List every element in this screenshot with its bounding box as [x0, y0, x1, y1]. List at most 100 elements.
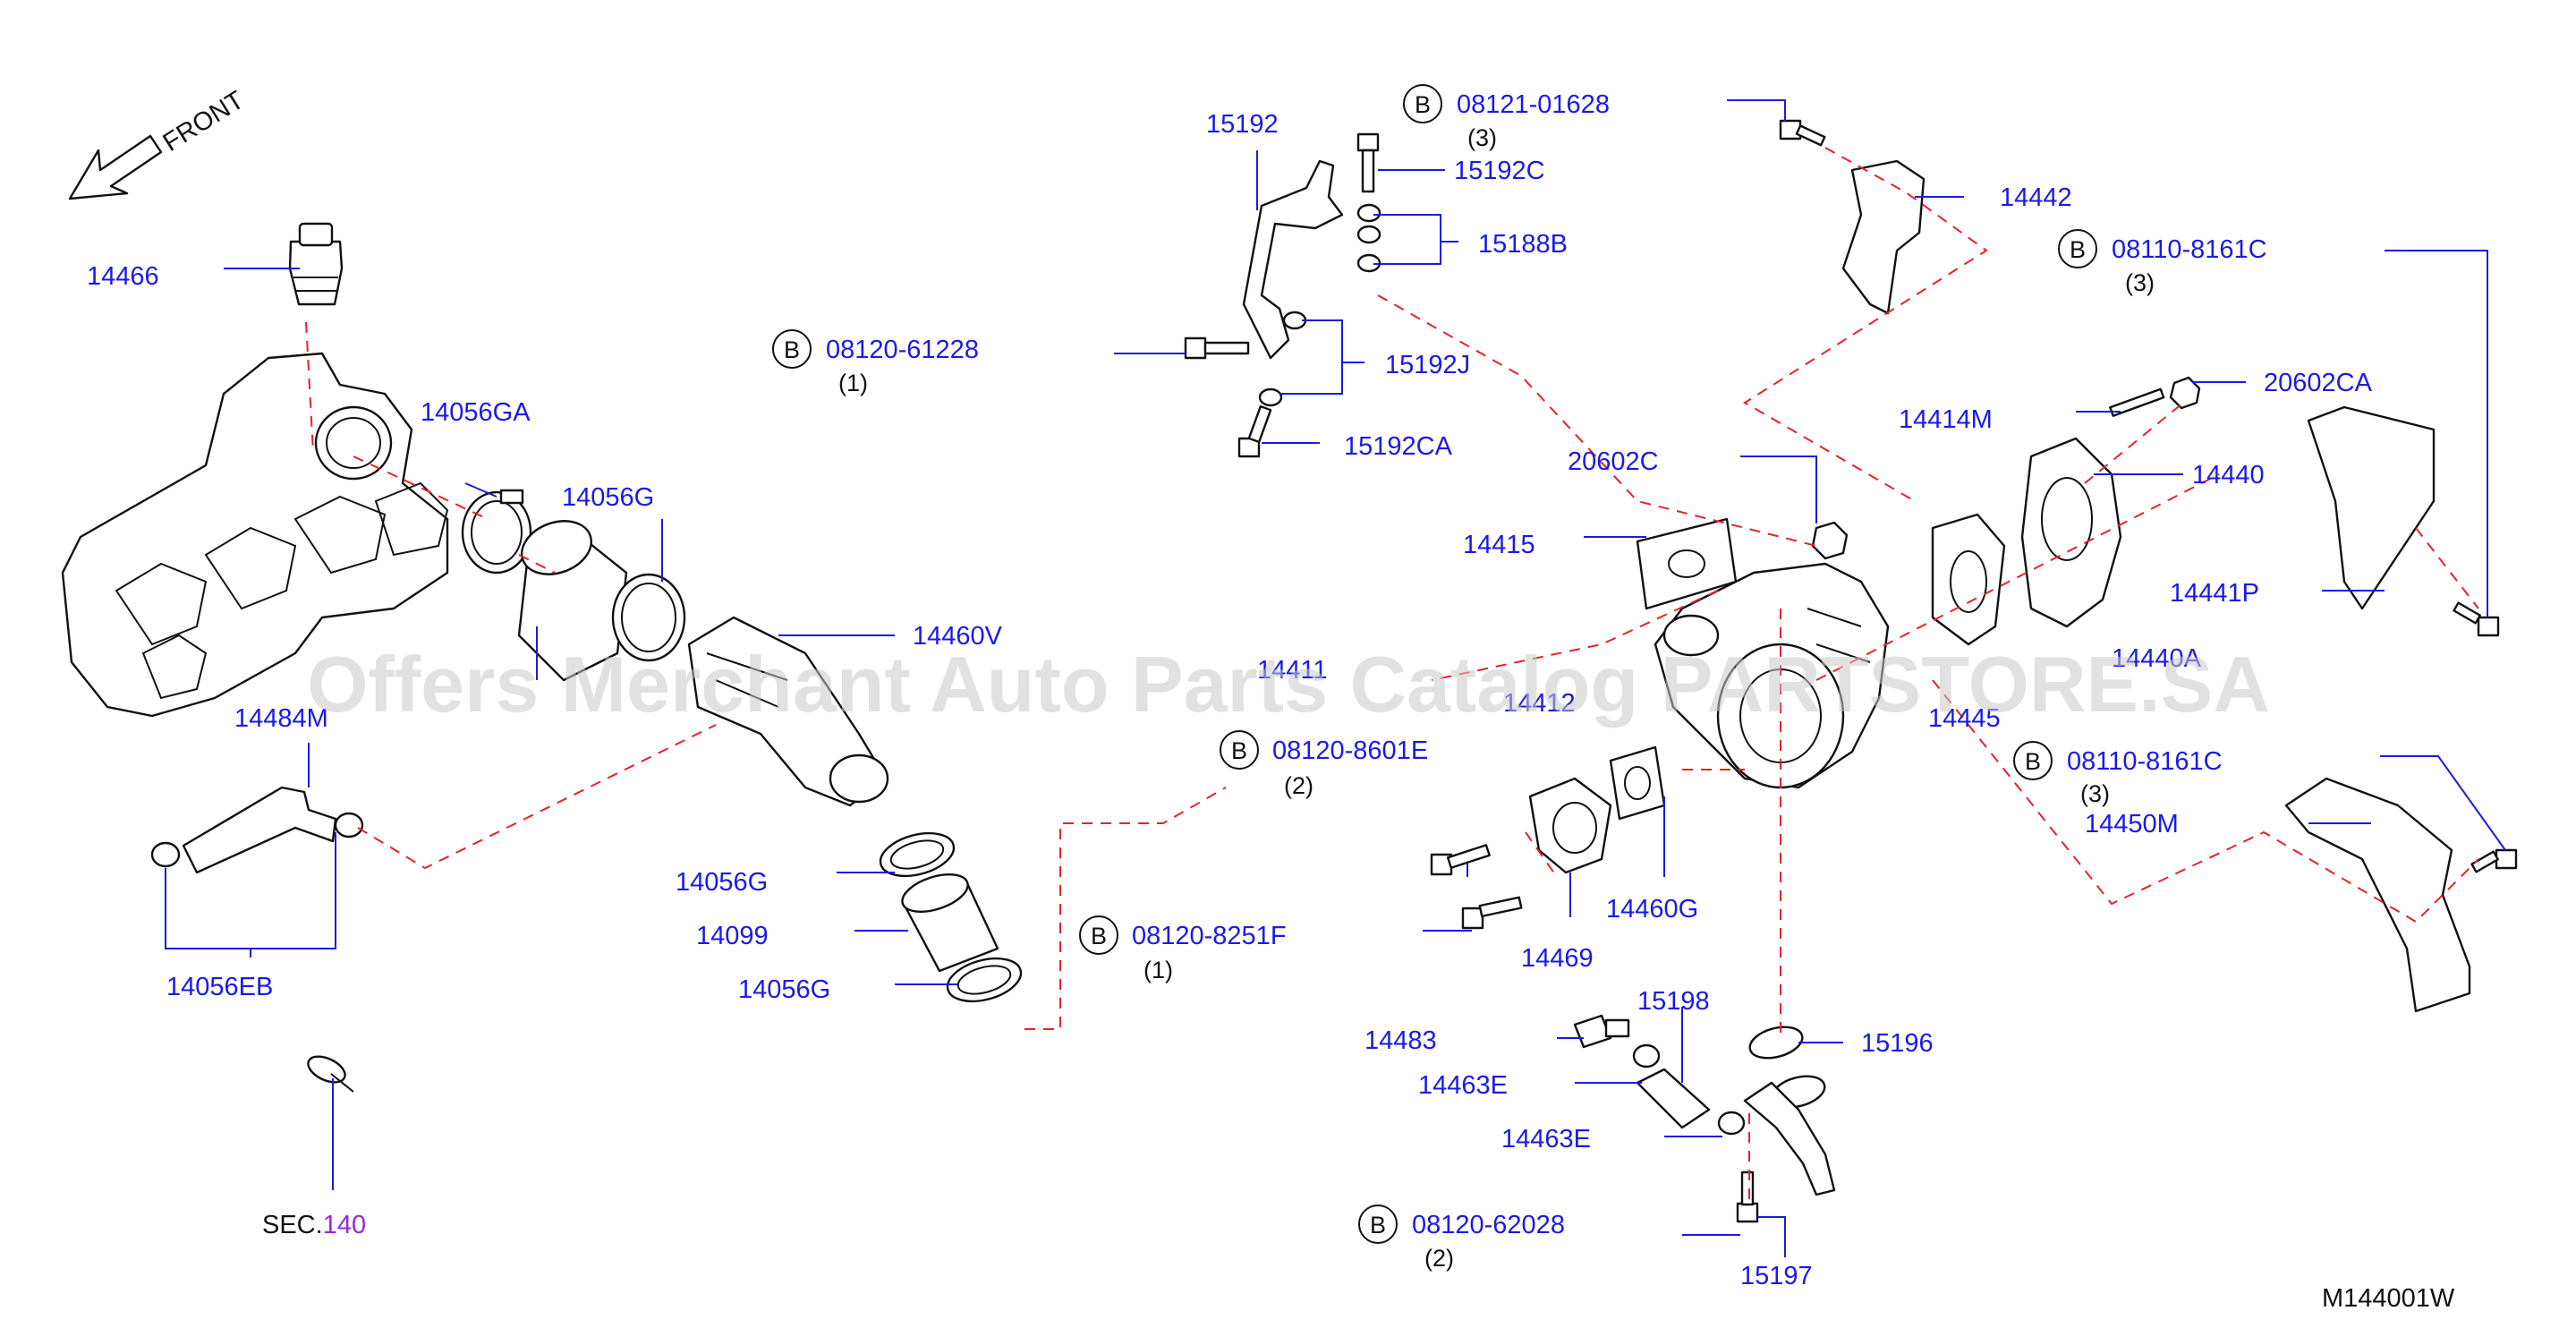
label-14414M: 14414M [1899, 405, 1993, 434]
clamp-14056GA-drawing [461, 489, 532, 575]
bolt-mark: B [1370, 1212, 1386, 1239]
bolt-callout-08121-01628: B 08121-01628 (3) [1403, 84, 1610, 151]
clamp-14463E-upper-drawing [1632, 1043, 1661, 1068]
section-number: 140 [323, 1211, 366, 1239]
label-14442: 14442 [2000, 183, 2072, 212]
bolt-callout-08120-62028: B 08120-62028 (2) [1358, 1205, 1565, 1272]
label-20602CA: 20602CA [2264, 369, 2373, 397]
nut-20602C-drawing [1811, 521, 1849, 560]
bolt-15192C-drawing [1356, 132, 1380, 193]
label-14412-partial: 14412 [1503, 689, 1576, 718]
label-15192C: 15192C [1454, 157, 1545, 185]
label-20602C: 20602C [1568, 447, 1659, 476]
gasket-14460G-drawing [1609, 745, 1666, 821]
clamp-14056G-lower-a-drawing [879, 831, 956, 878]
label-14460G: 14460G [1606, 895, 1698, 924]
label-14484M: 14484M [234, 704, 328, 733]
label-14056GA: 14056GA [421, 398, 531, 427]
label-15192CA: 15192CA [1344, 432, 1453, 461]
hose-14484M-drawing [182, 786, 337, 874]
clamp-14056EB-right-drawing [334, 812, 364, 839]
washers-15188B-drawing [1356, 203, 1382, 273]
label-14463E-upper: 14463E [1418, 1071, 1508, 1100]
bolt-mark: B [1091, 923, 1107, 949]
bolt-part-number: 08121-01628 [1457, 90, 1610, 119]
fitting-14483-drawing [1573, 1014, 1630, 1049]
label-14469: 14469 [1521, 944, 1594, 973]
label-14440A-partial: 14440A [2112, 644, 2202, 673]
cap-14466-drawing [288, 222, 344, 306]
bolt-mark: B [1231, 737, 1247, 764]
elbow-14469-drawing [1528, 777, 1612, 874]
label-14056G-lower-b: 14056G [738, 975, 830, 1004]
watermark: Offers Merchant Auto Parts Catalog PARTS… [307, 640, 2270, 728]
label-14440: 14440 [2192, 461, 2265, 489]
turbocharger-drawing [1654, 562, 1890, 789]
bolt-qty: (1) [1143, 957, 1173, 983]
bolt-15192CA-drawing [1237, 404, 1272, 458]
clamp-14056EB-left-drawing [150, 841, 181, 868]
bolt-part-number: 08110-8161C [2067, 747, 2223, 776]
assembly-lines [305, 147, 2479, 1199]
gasket-14415-drawing [1636, 517, 1738, 610]
front-arrow-icon [68, 134, 163, 200]
section-ref: SEC.140 [262, 1211, 366, 1239]
bolt-08120-61228-drawing [1184, 336, 1250, 360]
bolt-part-number: 08120-62028 [1412, 1211, 1565, 1239]
diagram-code: M144001W [2322, 1284, 2455, 1313]
bolt-callout-08120-8601E: B 08120-8601E (2) [1220, 730, 1428, 799]
washers-15192J-drawing [1258, 311, 1307, 407]
bolt-callout-08110-8161C-upper: B 08110-8161C (3) [2058, 229, 2267, 296]
inlet-duct-14460V-drawing [687, 616, 889, 807]
clip-sec140-drawing [307, 1055, 354, 1093]
hose-14099-drawing [901, 873, 999, 973]
leader-lines [165, 99, 2506, 1257]
bolt-mark: B [1415, 91, 1431, 118]
clamp-14463E-lower-drawing [1717, 1111, 1746, 1136]
bolt-qty: (3) [2125, 269, 2155, 296]
bolt-qty: (3) [1467, 124, 1497, 151]
bolt-qty: (2) [1424, 1245, 1454, 1272]
bolt-08110-8161C-lower-drawing [2470, 848, 2518, 873]
label-14466: 14466 [87, 262, 159, 291]
label-15188B: 15188B [1478, 230, 1568, 259]
label-14450M: 14450M [2085, 810, 2179, 839]
clamp-14056G-lower-b-drawing [946, 957, 1023, 1003]
front-label: FRONT [158, 86, 250, 157]
bolt-qty: (1) [838, 370, 868, 396]
pipe-15197-drawing [1743, 1081, 1836, 1196]
label-14415: 14415 [1463, 531, 1535, 559]
bolt-callout-08110-8161C-lower: B 08110-8161C (3) [2013, 741, 2223, 807]
label-14483: 14483 [1365, 1026, 1437, 1055]
hose-15198-drawing [1636, 1068, 1711, 1129]
bolt-mark: B [2025, 748, 2041, 775]
bolt-mark: B [784, 336, 800, 363]
bolt-callout-08120-61228: B 08120-61228 (1) [772, 329, 979, 396]
bracket-15192-drawing [1242, 159, 1344, 360]
bolt-part-number: 08110-8161C [2112, 235, 2267, 264]
heat-shield-14442-drawing [1841, 159, 1926, 315]
label-15196: 15196 [1861, 1029, 1934, 1058]
label-14441P: 14441P [2170, 579, 2259, 608]
bolt-08120-62028-drawing [1736, 1171, 1759, 1223]
bolt-08120-8601E-drawing [1430, 844, 1523, 930]
clamp-14056G-upper-drawing [611, 573, 686, 662]
label-15192: 15192 [1206, 110, 1279, 139]
outlet-14440-drawing [2020, 437, 2122, 628]
bolt-part-number: 08120-8601E [1272, 736, 1428, 765]
bolt-08110-8161C-upper-drawing [2453, 601, 2500, 637]
bolt-mark: B [2070, 236, 2086, 263]
label-14056G-lower-a: 14056G [676, 868, 768, 897]
nut-20602CA-drawing [2169, 376, 2201, 410]
gasket-14445-drawing [1931, 513, 2006, 646]
hose-14463F-drawing [517, 520, 628, 682]
bolt-08121-01628-drawing [1779, 119, 1826, 147]
bolt-callout-08120-8251F: B 08120-8251F (1) [1079, 915, 1287, 983]
section-prefix: SEC. [262, 1211, 323, 1239]
label-14460V: 14460V [913, 622, 1003, 651]
label-15198: 15198 [1637, 987, 1710, 1016]
intake-manifold-drawing [61, 352, 449, 718]
label-15197: 15197 [1740, 1262, 1813, 1290]
bolt-qty: (2) [1284, 772, 1314, 799]
